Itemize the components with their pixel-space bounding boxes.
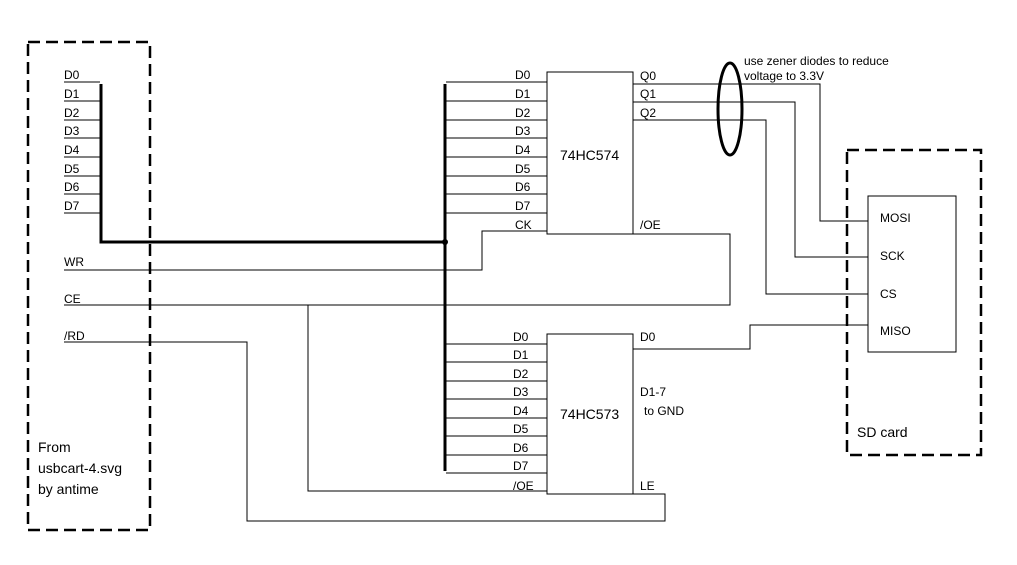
usbcart-pin-d6: D6 — [64, 180, 80, 194]
latch-574-in-d0: D0 — [515, 68, 531, 82]
usbcart-pin-d4: D4 — [64, 143, 80, 157]
latch-574-out-q1: Q1 — [640, 87, 656, 101]
usbcart-pin-stubs — [64, 81, 100, 214]
latch-574-in-d5: D5 — [515, 162, 531, 176]
latch-574: 74HC574 D0 D1 D2 D3 D4 D5 D6 D7 CK Q0 Q1… — [515, 68, 661, 235]
usbcart-pin-d2: D2 — [64, 106, 80, 120]
mosi-wire — [633, 83, 868, 222]
usbcart-pin-d5: D5 — [64, 162, 80, 176]
latch-573-in-d5: D5 — [513, 422, 529, 436]
sd-card-box-border — [845, 148, 983, 457]
sd-pin-cs: CS — [880, 287, 897, 301]
latch-573-in-d1: D1 — [513, 348, 529, 362]
latch-573-in-d3: D3 — [513, 385, 529, 399]
rd-wire — [64, 341, 666, 522]
latch-574-out-oe: /OE — [640, 218, 661, 232]
latch-573-in-d0: D0 — [513, 330, 529, 344]
control-wires — [64, 83, 868, 522]
latch-574-body — [546, 71, 634, 235]
latch-573-out-le: LE — [640, 479, 655, 493]
latch-574-in-d7: D7 — [515, 199, 531, 213]
miso-wire — [633, 324, 868, 350]
latch-573: 74HC573 D0 D1 D2 D3 D4 D5 D6 D7 /OE D0 D… — [513, 330, 684, 495]
signal-label-ce: CE — [64, 292, 81, 306]
latch-574-in-d2: D2 — [515, 106, 531, 120]
latch-574-in-d1: D1 — [515, 87, 531, 101]
usbcart-pin-d1: D1 — [64, 87, 80, 101]
latch-574-name: 74HC574 — [560, 147, 619, 163]
sd-card-connector — [867, 195, 957, 353]
latch-574-in-d6: D6 — [515, 180, 531, 194]
data-bus — [99, 84, 447, 471]
usbcart-pin-d3: D3 — [64, 124, 80, 138]
latch-573-name: 74HC573 — [560, 406, 619, 422]
usbcart-caption-line3: by antime — [38, 481, 99, 497]
signal-label-wr: WR — [64, 255, 84, 269]
usbcart-pin-d0: D0 — [64, 68, 80, 82]
sd-card-box: MOSI SCK CS MISO SD card — [845, 148, 983, 457]
latch-574-input-lines — [446, 81, 547, 214]
latch-573-body — [546, 333, 634, 495]
sd-pin-sck: SCK — [880, 249, 905, 263]
latch-573-in-d7: D7 — [513, 459, 529, 473]
sck-wire — [633, 101, 868, 258]
cs-wire — [633, 119, 868, 295]
latch-573-in-oe: /OE — [513, 479, 534, 493]
latch-574-in-d3: D3 — [515, 124, 531, 138]
latch-574-out-q2: Q2 — [640, 106, 656, 120]
latch-574-in-ck: CK — [515, 218, 532, 232]
usbcart-caption-line2: usbcart-4.svg — [38, 460, 122, 476]
latch-574-in-d4: D4 — [515, 143, 531, 157]
ce-wire — [64, 233, 731, 306]
zener-note-line2: voltage to 3.3V — [744, 69, 824, 83]
sd-card-caption: SD card — [857, 424, 908, 440]
sd-pin-mosi: MOSI — [880, 211, 911, 225]
latch-574-out-q0: Q0 — [640, 69, 656, 83]
usbcart-caption-line1: From — [38, 439, 71, 455]
sd-pin-miso: MISO — [880, 324, 911, 338]
ce-to-573-oe-wire — [307, 305, 547, 492]
latch-573-in-d2: D2 — [513, 367, 529, 381]
latch-573-out-to-gnd: to GND — [644, 404, 684, 418]
usbcart-pin-d7: D7 — [64, 199, 80, 213]
zener-ellipse — [716, 61, 744, 157]
latch-573-out-d0: D0 — [640, 330, 656, 344]
usbcart-box-border — [26, 40, 152, 532]
zener-note-line1: use zener diodes to reduce — [744, 54, 889, 68]
signal-label-rd: /RD — [64, 329, 85, 343]
latch-573-input-lines — [446, 343, 547, 474]
wr-wire — [64, 230, 547, 271]
latch-573-in-d4: D4 — [513, 404, 529, 418]
latch-573-in-d6: D6 — [513, 441, 529, 455]
latch-573-out-d1-7: D1-7 — [640, 385, 666, 399]
bus-junction-dot — [442, 239, 448, 245]
usbcart-box: D0 D1 D2 D3 D4 D5 D6 D7 WR CE /RD From u… — [26, 40, 152, 532]
